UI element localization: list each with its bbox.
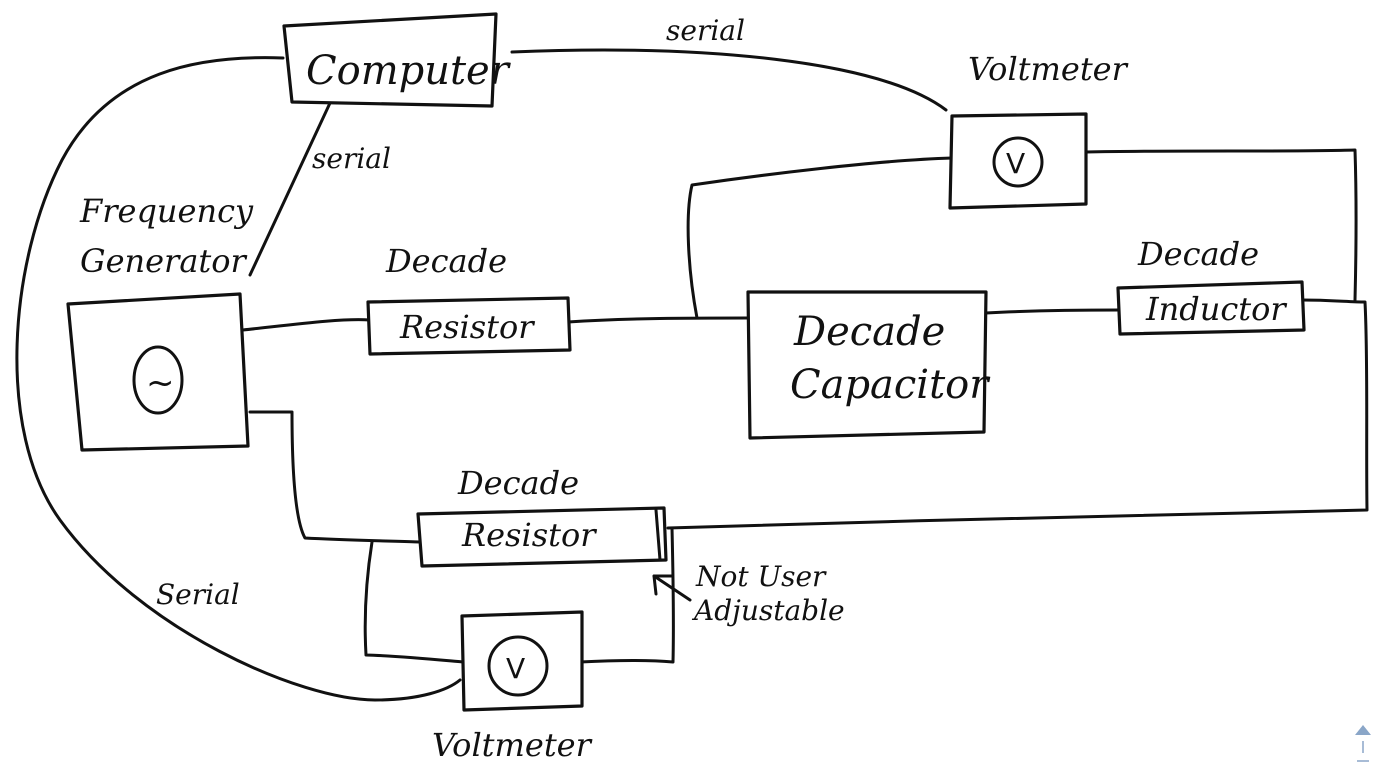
voltmeter-top-node: Voltmeter V bbox=[948, 50, 1129, 210]
voltmeter-top-symbol bbox=[992, 136, 1044, 188]
decade-inductor-node: Decade Inductor bbox=[1116, 235, 1306, 336]
wire-generator-to-resistor-top bbox=[241, 318, 372, 332]
scroll-up-button[interactable] bbox=[1353, 723, 1373, 767]
wire-resistor-to-capacitor bbox=[566, 316, 750, 324]
serial-label-computer-generator: serial bbox=[312, 142, 391, 175]
decade-resistor-bottom-caption: Decade bbox=[457, 464, 579, 502]
wire-node-to-voltmeter-top bbox=[686, 156, 954, 320]
wires bbox=[15, 48, 1369, 702]
frequency-generator-node: ~ Frequency Generator bbox=[66, 192, 254, 452]
sine-wave-icon: ~ bbox=[146, 363, 175, 403]
wire-serial-loop bbox=[15, 56, 462, 702]
decade-inductor-caption: Decade bbox=[1137, 235, 1259, 273]
decade-resistor-top-node: Decade Resistor bbox=[366, 242, 572, 356]
wire-generator-to-resistor-bottom bbox=[248, 410, 422, 544]
wire-computer-to-generator bbox=[248, 101, 332, 277]
computer-node: Computer bbox=[282, 12, 512, 108]
voltmeter-top-v-icon: V bbox=[1006, 147, 1025, 180]
voltmeter-bottom-node: V Voltmeter bbox=[432, 610, 593, 764]
decade-resistor-top-caption: Decade bbox=[385, 242, 507, 280]
decade-resistor-top-label: Resistor bbox=[399, 308, 535, 346]
wire-inductor-return bbox=[666, 298, 1369, 530]
annotation-line2: Adjustable bbox=[691, 594, 845, 627]
scroll-up-icon bbox=[1355, 725, 1371, 762]
decade-resistor-bottom-label: Resistor bbox=[461, 516, 597, 554]
frequency-generator-label-line1: Frequency bbox=[79, 192, 254, 230]
wire-voltmeter-top-return bbox=[1084, 148, 1358, 302]
wire-computer-to-voltmeter bbox=[510, 48, 948, 112]
wire-capacitor-to-inductor bbox=[984, 308, 1122, 315]
decade-inductor-label: Inductor bbox=[1145, 290, 1287, 328]
not-user-adjustable-annotation: Not User Adjustable bbox=[652, 560, 845, 627]
decade-capacitor-label-line1: Decade bbox=[793, 309, 945, 355]
ac-source-symbol bbox=[132, 345, 184, 415]
voltmeter-bottom-symbol bbox=[487, 635, 549, 697]
decade-capacitor-node: Decade Capacitor bbox=[746, 290, 991, 440]
decade-resistor-bottom-node: Decade Resistor bbox=[416, 464, 668, 568]
serial-label-voltmeter-generator: Serial bbox=[156, 578, 240, 611]
decade-capacitor-label-line2: Capacitor bbox=[790, 362, 991, 408]
frequency-generator-label-line2: Generator bbox=[80, 242, 248, 280]
voltmeter-top-caption: Voltmeter bbox=[968, 50, 1129, 88]
computer-label: Computer bbox=[306, 48, 512, 94]
serial-label-computer-voltmeter: serial bbox=[666, 14, 745, 47]
wire-voltmeter-bottom-right bbox=[578, 526, 675, 664]
annotation-line1: Not User bbox=[695, 560, 827, 593]
wire-voltmeter-bottom-loop bbox=[363, 540, 465, 664]
resistor-bottom-end-cap bbox=[654, 508, 662, 562]
voltmeter-bottom-v-icon: V bbox=[506, 652, 525, 685]
annotation-arrow bbox=[652, 574, 692, 602]
voltmeter-bottom-caption: Voltmeter bbox=[432, 726, 593, 764]
